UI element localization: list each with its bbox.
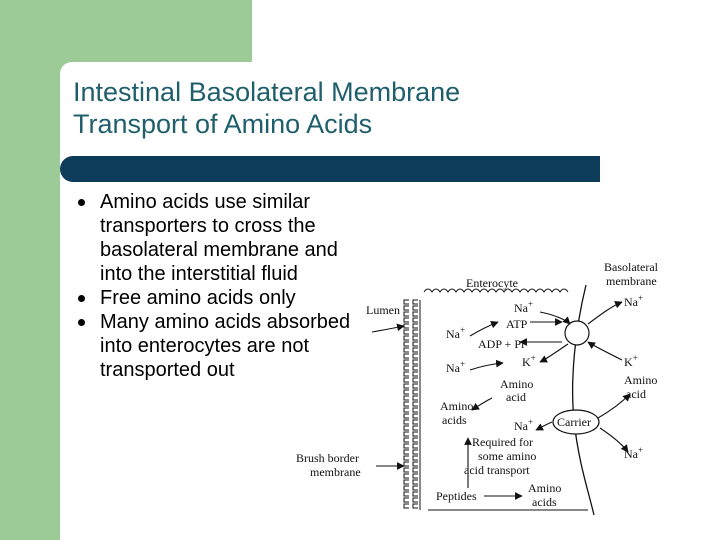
label-peptides: Peptides xyxy=(436,489,477,503)
label-amino-acid-1: Amino xyxy=(500,377,533,391)
na-k-pump-icon xyxy=(564,320,590,346)
label-amino-left-2: acids xyxy=(442,413,467,427)
label-na-right-top: Na+ xyxy=(624,293,643,309)
label-na-right-bottom: Na+ xyxy=(624,445,643,461)
label-required-1: Required for xyxy=(472,435,533,449)
label-na-left-2: Na+ xyxy=(446,359,465,375)
bullet-item: Many amino acids absorbed into enterocyt… xyxy=(78,310,368,382)
label-amino-bottom-1: Amino xyxy=(528,481,561,495)
basolateral-membrane-line xyxy=(571,284,595,516)
bullet-item: Amino acids use similar transporters to … xyxy=(78,190,368,286)
label-k-inner: K+ xyxy=(522,353,536,369)
bullet-dot-icon xyxy=(78,319,85,326)
label-adp-pi: ADP + Pi xyxy=(478,337,525,351)
label-required-2: some amino xyxy=(478,449,536,463)
label-na-top: Na+ xyxy=(514,299,533,315)
label-na-left-1: Na+ xyxy=(446,325,465,341)
label-atp: ATP xyxy=(506,317,528,331)
title-line-1: Intestinal Basolateral Membrane xyxy=(73,77,461,107)
slide-title: Intestinal Basolateral Membrane Transpor… xyxy=(73,76,673,140)
carrier-icon xyxy=(552,409,600,435)
label-amino-right-1: Amino xyxy=(624,373,657,387)
bullet-list: Amino acids use similar transporters to … xyxy=(78,190,368,382)
label-k-right: K+ xyxy=(624,353,638,369)
label-basolateral-1: Basolateral xyxy=(604,260,659,274)
label-brush-border-1: Brush border xyxy=(296,451,359,465)
label-basolateral-2: membrane xyxy=(606,274,657,288)
label-lumen: Lumen xyxy=(366,303,400,317)
bullet-dot-icon xyxy=(78,199,85,206)
label-enterocyte: Enterocyte xyxy=(466,276,518,290)
title-line-2: Transport of Amino Acids xyxy=(73,109,373,139)
brush-border-microvilli xyxy=(403,288,569,510)
label-amino-bottom-2: acids xyxy=(532,495,557,509)
title-divider-bar xyxy=(60,156,600,182)
label-required-3: acid transport xyxy=(464,463,530,477)
label-amino-right-2: acid xyxy=(626,387,646,401)
content-panel xyxy=(60,62,720,540)
transport-arrows xyxy=(371,301,631,500)
label-amino-acid-2: acid xyxy=(506,390,526,404)
label-brush-border-2: membrane xyxy=(310,465,361,479)
label-na-carrier: Na+ xyxy=(514,417,533,433)
label-carrier: Carrier xyxy=(557,415,591,429)
bullet-dot-icon xyxy=(78,295,85,302)
label-amino-left-1: Amino xyxy=(440,399,473,413)
bullet-item: Free amino acids only xyxy=(78,286,368,310)
